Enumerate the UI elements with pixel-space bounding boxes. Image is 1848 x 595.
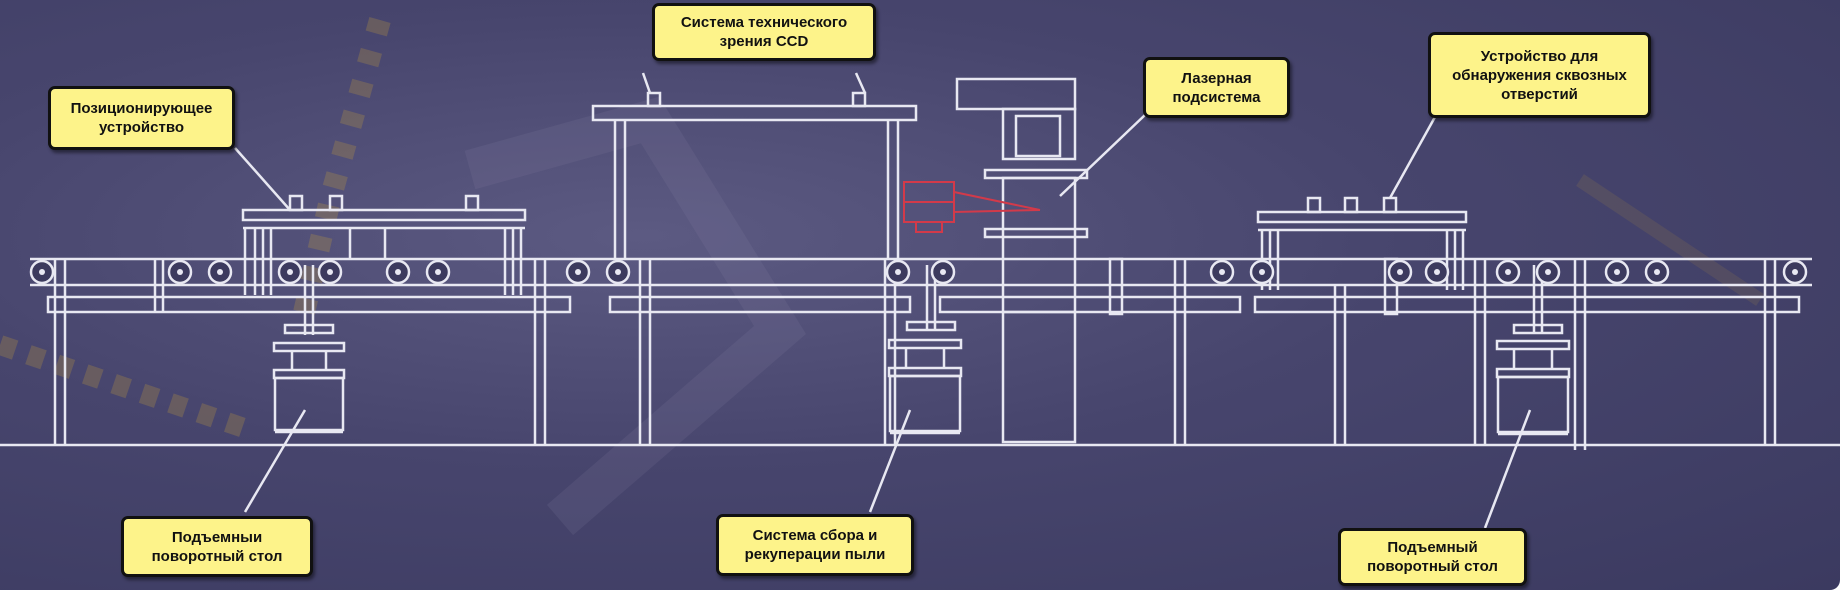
- background-texture: [0, 17, 1764, 536]
- laser-head: [903, 181, 1041, 233]
- callout-lift-table-left: Подъемныи поворотный стол: [121, 516, 313, 577]
- ccd-frame-top: [591, 104, 918, 122]
- lift-table-left-drawing: [272, 265, 346, 434]
- callout-positioning-device: Позиционирующее устройство: [48, 86, 235, 150]
- positioning-device-top: [241, 208, 527, 222]
- callout-dust-system: Система сбора и рекуперации пыли: [716, 514, 914, 576]
- laser-tower-head: [955, 77, 1077, 111]
- callout-laser-subsystem: Лазерная подсистема: [1143, 57, 1290, 118]
- callout-through-hole-detector: Устройство для обнаружения сквозных отве…: [1428, 32, 1651, 118]
- conveyor-beam-2: [608, 295, 912, 314]
- callout-lift-table-right: Подъемный поворотный стол: [1338, 528, 1527, 586]
- conveyor-rollers: [29, 259, 1808, 285]
- machine-lines: [0, 72, 1840, 529]
- conveyor-beam-4: [1253, 295, 1801, 314]
- conveyor-beam-1: [46, 295, 572, 314]
- dust-system-drawing: [887, 265, 963, 435]
- conveyor-beam-3: [938, 295, 1242, 314]
- callout-ccd-vision: Система технического зрения CCD: [652, 3, 876, 61]
- through-hole-detector-top: [1256, 210, 1468, 224]
- laser-tower-body: [1001, 176, 1077, 444]
- lift-table-right-drawing: [1495, 265, 1571, 436]
